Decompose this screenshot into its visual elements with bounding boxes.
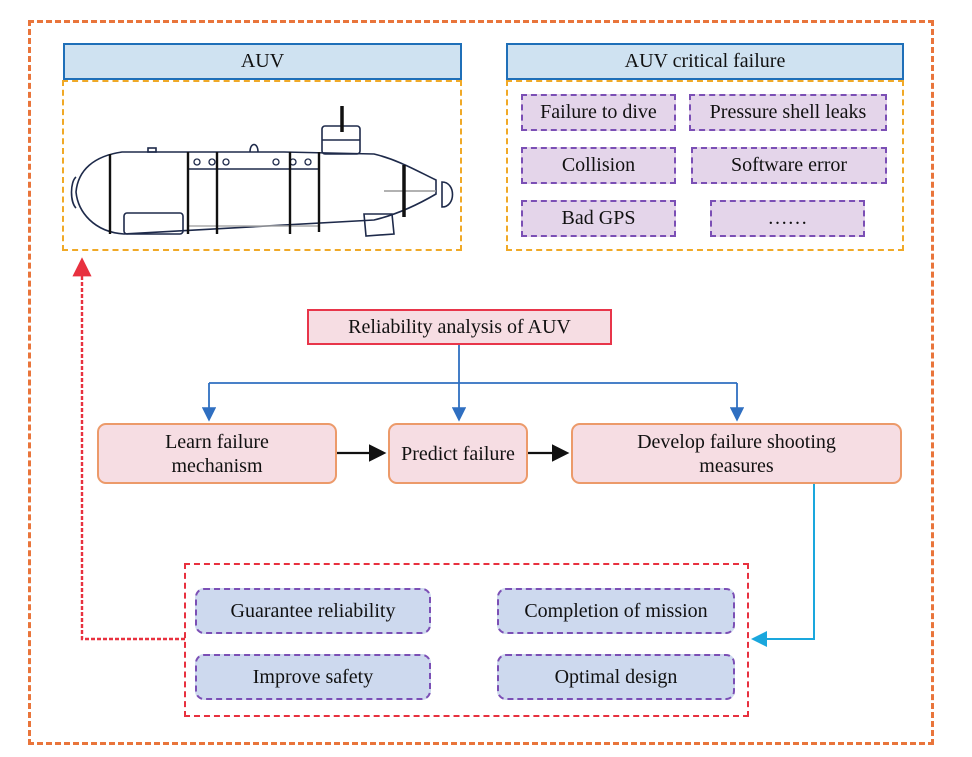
- feedback-arrow: [72, 257, 185, 641]
- failure-item: Collision: [521, 147, 676, 184]
- failure-panel-box: [506, 80, 904, 251]
- outcome-label: Guarantee reliability: [230, 599, 396, 622]
- outer-frame: [28, 20, 934, 745]
- failure-item-label: Bad GPS: [561, 207, 636, 229]
- failure-item: Bad GPS: [521, 200, 676, 237]
- failure-item: ……: [710, 200, 865, 237]
- outcome-label: Improve safety: [252, 665, 374, 688]
- step-label: mechanism: [171, 454, 263, 477]
- step-label: measures: [699, 454, 774, 477]
- branch-arrows: [201, 344, 745, 422]
- failure-panel-title: AUV critical failure: [624, 50, 786, 72]
- step-predict-failure: Predict failure: [388, 423, 528, 484]
- step-label: Learn failure: [165, 430, 269, 453]
- outcome-item: Completion of mission: [497, 588, 735, 634]
- step-label: Predict failure: [401, 442, 515, 465]
- outcome-item: Optimal design: [497, 654, 735, 700]
- auv-panel-title: AUV: [240, 50, 285, 72]
- outcome-label: Optimal design: [554, 665, 678, 688]
- failure-panel-header: AUV critical failure: [506, 43, 904, 80]
- arrow-develop-to-outcomes: [751, 484, 815, 647]
- failure-item: Failure to dive: [521, 94, 676, 131]
- step-label: Develop failure shooting: [637, 430, 836, 453]
- outcome-label: Completion of mission: [524, 599, 708, 622]
- reliability-analysis-box: Reliability analysis of AUV: [307, 309, 612, 345]
- failure-item-label: Collision: [561, 154, 636, 176]
- auv-panel-header: AUV: [63, 43, 462, 80]
- failure-item-label: Software error: [730, 154, 848, 176]
- auv-submarine-icon: [70, 106, 454, 237]
- failure-item-label: Failure to dive: [540, 101, 657, 123]
- failure-item-label: ……: [767, 207, 808, 229]
- outcomes-box: [184, 563, 749, 717]
- outcome-item: Improve safety: [195, 654, 431, 700]
- outcome-item: Guarantee reliability: [195, 588, 431, 634]
- reliability-analysis-label: Reliability analysis of AUV: [348, 315, 571, 338]
- failure-item: Pressure shell leaks: [689, 94, 887, 131]
- failure-item-label: Pressure shell leaks: [709, 101, 867, 123]
- auv-panel-box: [62, 80, 462, 251]
- failure-item: Software error: [691, 147, 887, 184]
